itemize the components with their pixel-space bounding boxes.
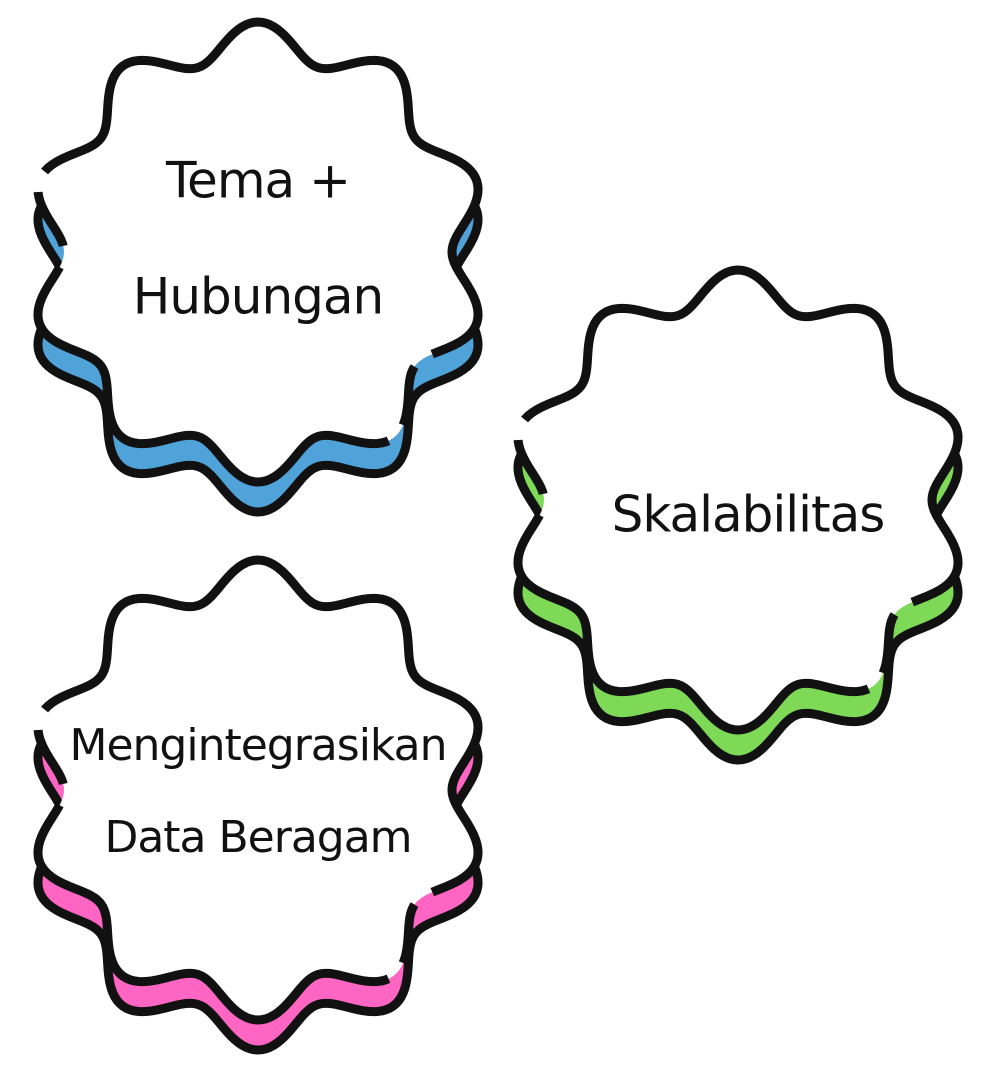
badge-label-line-2: Hubungan: [133, 268, 383, 326]
badge-label-line-1: Skalabilitas: [612, 486, 885, 544]
badge-label-line-1: Tema +: [165, 152, 350, 210]
badge-face: [33, 17, 483, 487]
badge-label-line-1: Mengintegrasikan: [70, 720, 447, 771]
badge-face: [513, 265, 963, 735]
badge-face: [33, 555, 483, 1025]
badge-skalabilitas: Skalabilitas: [513, 265, 963, 765]
badge-label-line-2: Data Beragam: [104, 812, 411, 863]
badge-tema-hubungan: Tema + Hubungan: [33, 17, 483, 517]
badge-mengintegrasikan-data-beragam: Mengintegrasikan Data Beragam: [33, 555, 483, 1055]
